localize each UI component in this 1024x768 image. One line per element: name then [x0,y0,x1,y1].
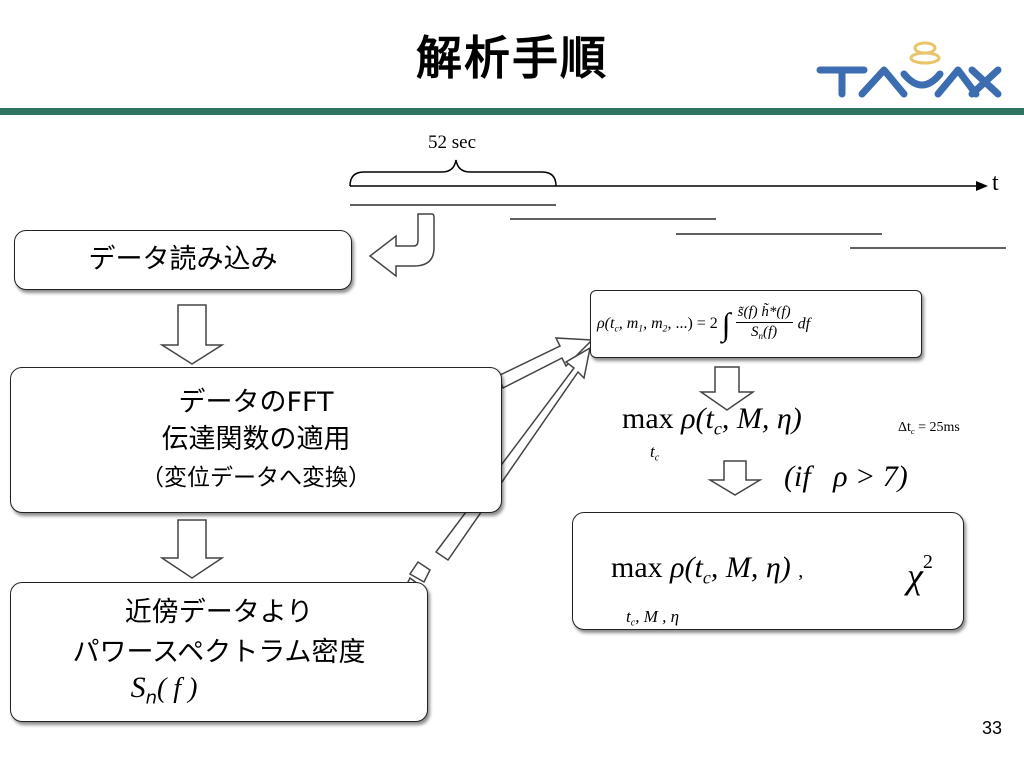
fft-label: データのFFT [11,386,501,420]
psd-symbol-f: ( f ) [156,673,198,704]
title-divider [0,108,1024,115]
threshold-condition: (if ρ > 7) [784,460,908,493]
slide-title: 解析手順 [416,31,608,85]
max-final-under-label: tc, M , η [626,607,680,629]
down-arrow-icon-3 [698,366,756,411]
formula-df: df [797,315,811,333]
displacement-conversion-label: （変位データへ変換） [141,465,371,491]
fft-line-1: データのFFT [178,387,334,418]
down-arrow-icon-4 [707,460,763,496]
tama-logo-graphic [816,41,1002,98]
time-axis-arrowhead [976,181,988,191]
segment-brace [349,159,557,187]
curved-arrow-icon [368,213,435,278]
max-operator: max [622,402,674,435]
formula-denominator: Sn(f) [751,324,778,342]
psd-symbol-S: S [130,671,146,704]
result-box: max ρ(tc, M, η) , tc, M , η χ2 [572,512,964,630]
data-read-label: データ読み込み [88,244,278,275]
formula-numerator: s̃(f) h̃*(f) [735,303,793,323]
down-arrow-icon-1 [159,304,225,365]
tama-logo [812,38,1002,102]
psd-box: 近傍データより パワースペクトラム密度 Sn( f ) [10,582,428,722]
diagonal-arrow-icon-1 [497,337,594,390]
integral-sign: ∫ [721,306,731,343]
max-under-label: tc [650,442,660,464]
rho-body: ρ(t [681,402,714,435]
snr-formula-box: ρ(tc, m1, m2, ...) = 2 ∫ s̃(f) h̃*(f) Sn… [590,290,922,358]
down-arrow-icon-2 [159,519,225,579]
time-axis-label: t [992,170,999,196]
data-read-box: データ読み込み [14,230,352,290]
delta-t-label: Δtc = 25ms [898,420,960,436]
arrow-dash-1 [408,560,431,584]
max-rho-final: max ρ(tc, M, η) , [611,551,804,588]
page-number: 33 [981,718,1002,738]
psd-math: Sn( f ) [0,673,427,713]
psd-label: パワースペクトラム密度 [72,637,366,668]
nearby-data-label: 近傍データより [124,597,314,628]
transfer-function-label: 伝達関数の適用 [161,424,351,455]
formula-fraction: s̃(f) h̃*(f) Sn(f) [735,303,793,346]
segment-duration-label: 52 sec [428,132,477,153]
psd-symbol-n: n [145,687,157,709]
max-rho-expression: max ρ(tc, M, η) [622,402,802,439]
chi-squared: χ2 [907,551,933,596]
formula-lhs: ρ(tc, m1, m2, ...) = 2 [597,314,718,335]
fft-box: データのFFT 伝達関数の適用 （変位データへ変換） [10,367,502,513]
